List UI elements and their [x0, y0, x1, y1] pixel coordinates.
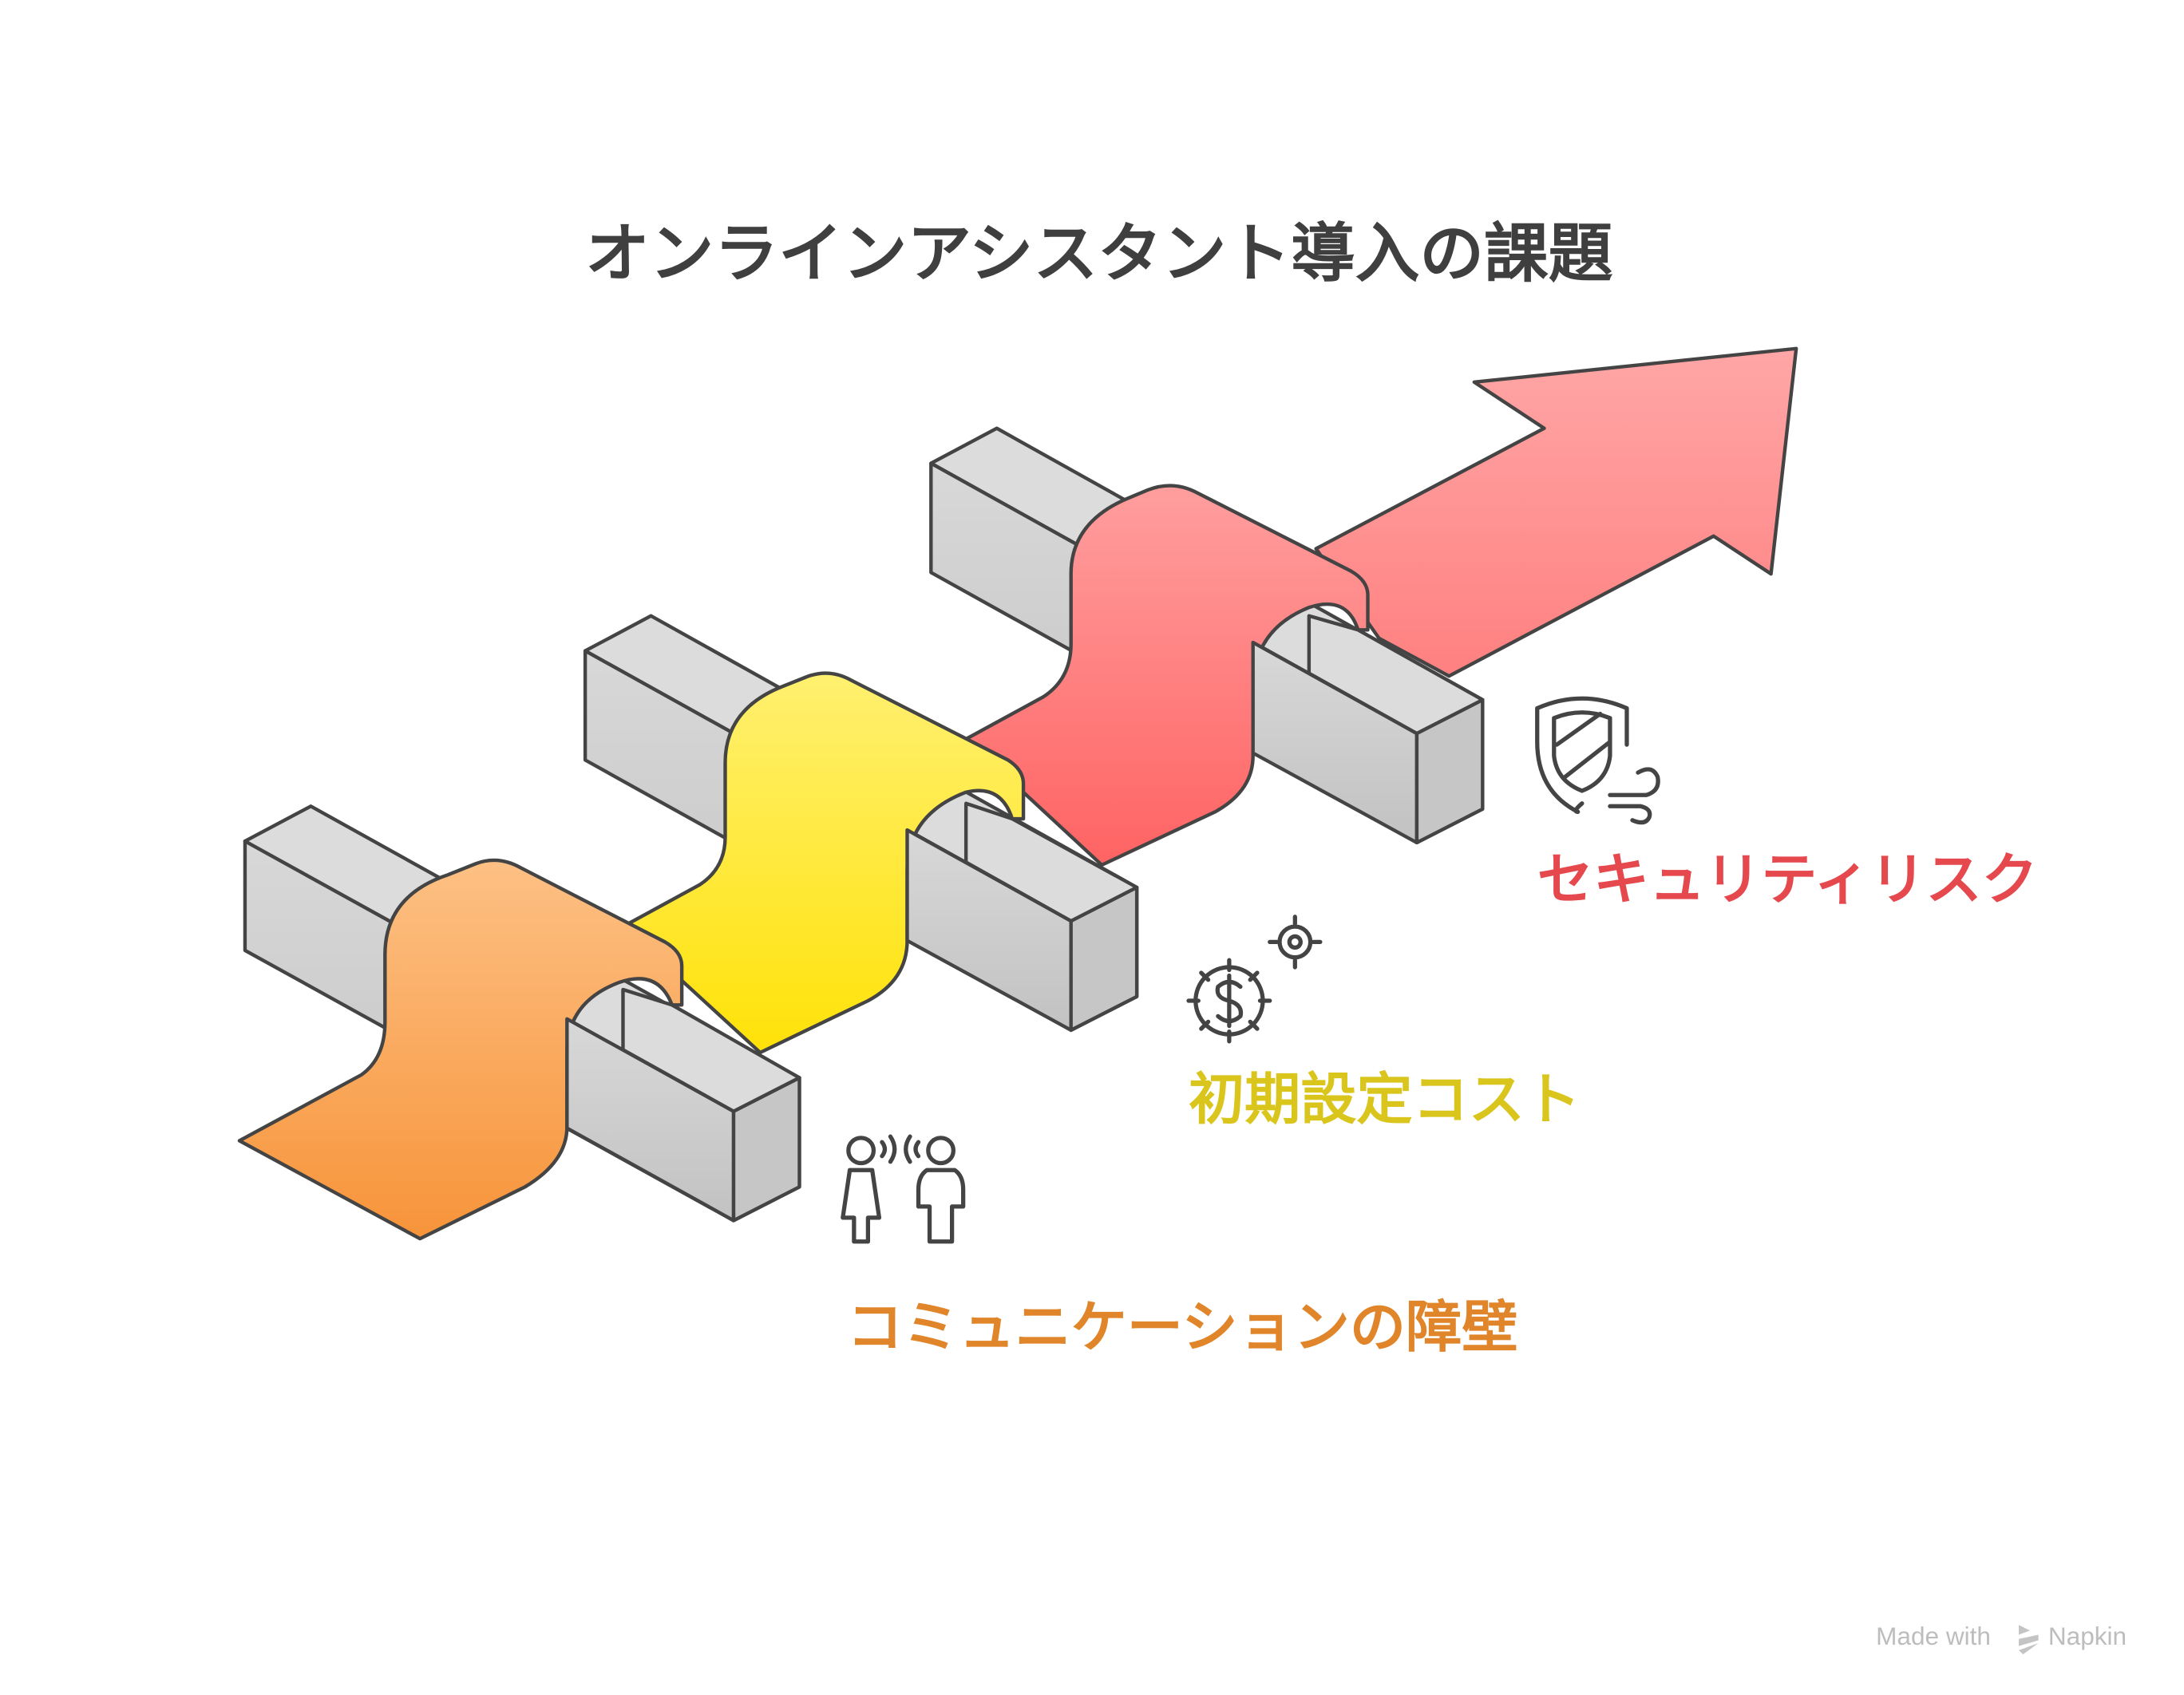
barrier-block-1-front	[565, 987, 801, 1223]
watermark-made-with: Made with	[1876, 1622, 1991, 1650]
label-communication-barrier: コミュニケーションの障壁	[847, 1294, 1517, 1360]
shield-wind-icon	[1535, 696, 1660, 825]
progress-arrow	[1314, 346, 1798, 678]
page-title: オンラインアシスタント導入の課題	[585, 217, 1613, 292]
label-setup-cost: 初期設定コスト	[1189, 1066, 1581, 1132]
barrier-block-3-front	[1251, 614, 1485, 845]
barrier-block-2-front	[905, 801, 1139, 1033]
people-talking-icon	[841, 1134, 966, 1244]
watermark-brand: Napkin	[2048, 1622, 2127, 1650]
label-security-risk: セキュリティリスク	[1537, 847, 2038, 912]
napkin-watermark: Made with Napkin	[1876, 1622, 2127, 1655]
gear-dollar-icon	[1186, 915, 1323, 1044]
napkin-logo-icon	[2019, 1625, 2039, 1655]
